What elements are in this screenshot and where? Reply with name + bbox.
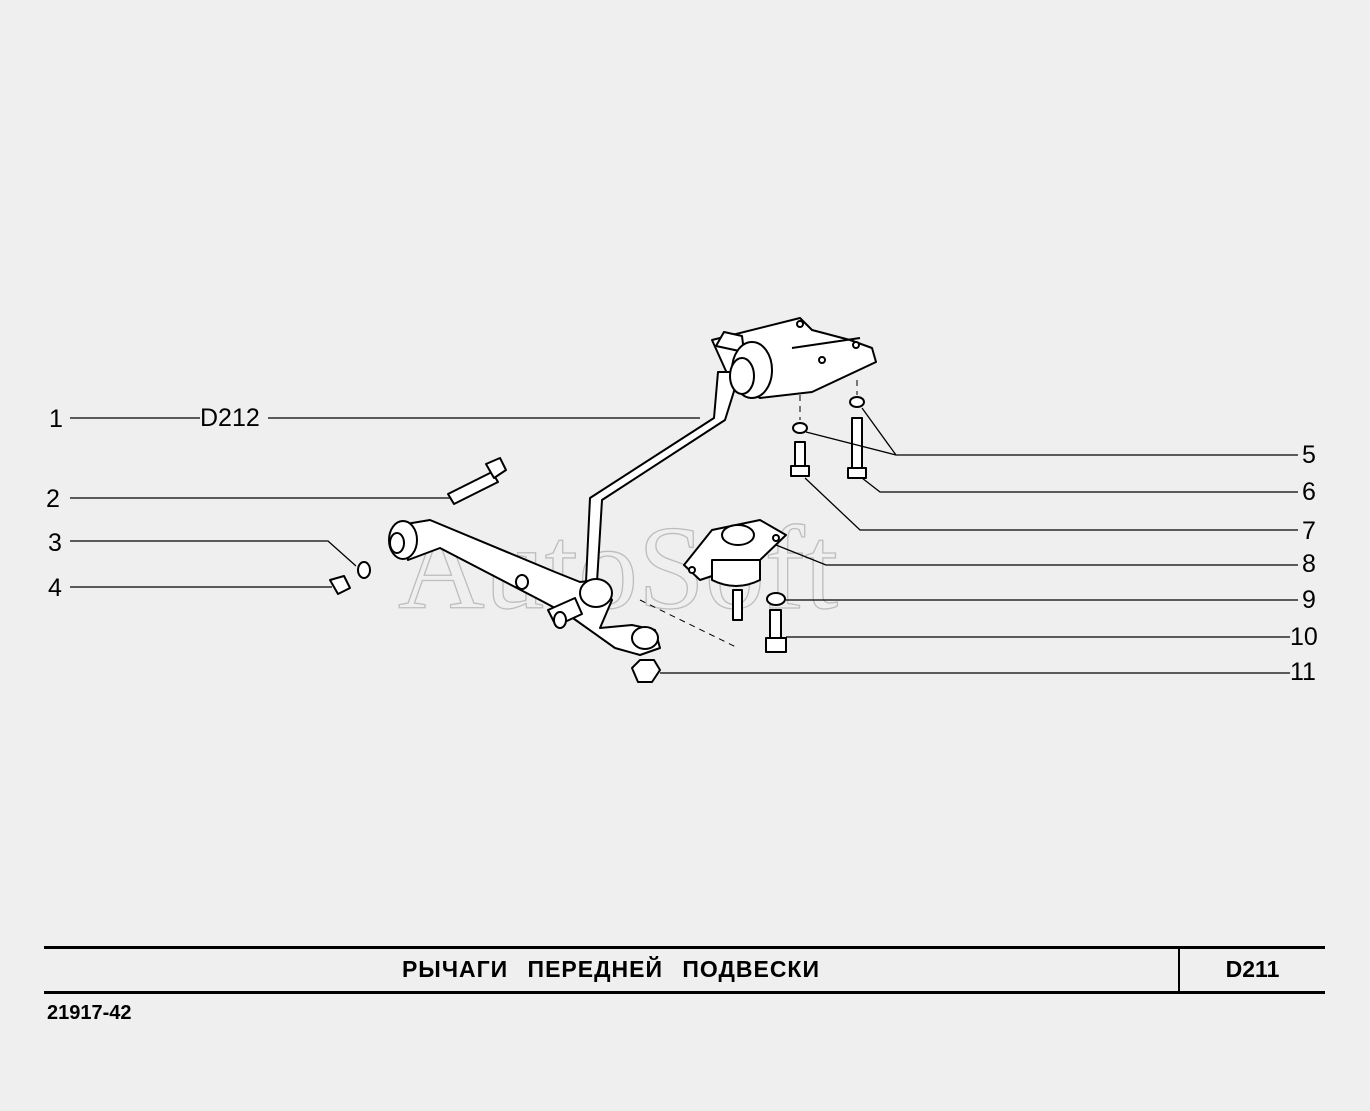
bolt-10 [769, 609, 782, 641]
washer-9 [766, 592, 786, 606]
callout-2: 2 [46, 485, 60, 513]
ball-joint [683, 519, 787, 621]
washer-5 [849, 396, 865, 408]
title-block: РЫЧАГИ ПЕРЕДНЕЙ ПОДВЕСКИ D211 [44, 946, 1325, 994]
section-code: D211 [1225, 956, 1280, 982]
title-divider [1178, 949, 1180, 991]
lower-arm [388, 519, 661, 656]
hex-nut [329, 575, 351, 595]
callout-9: 9 [1302, 586, 1316, 614]
callout-11: 11 [1290, 658, 1316, 686]
nut-11 [631, 659, 661, 683]
page-title: РЫЧАГИ ПЕРЕДНЕЙ ПОДВЕСКИ [401, 956, 821, 982]
callout-10: 10 [1290, 623, 1318, 651]
washer-7 [792, 422, 808, 434]
callout-8: 8 [1302, 550, 1316, 578]
bolt-7 [794, 441, 806, 469]
reference-label: D212 [200, 404, 260, 432]
upper-arm [585, 317, 877, 583]
spring-washer [357, 561, 371, 579]
leader-lines [70, 407, 1298, 674]
callout-3: 3 [48, 529, 62, 557]
callout-6: 6 [1302, 478, 1316, 506]
bolt-6 [851, 417, 863, 469]
callout-7: 7 [1302, 517, 1316, 545]
callout-5: 5 [1302, 441, 1316, 469]
callout-1: 1 [49, 405, 63, 433]
callout-4: 4 [48, 574, 62, 602]
catalog-number: 21917-42 [47, 1002, 132, 1024]
lower-bolt [447, 457, 507, 505]
